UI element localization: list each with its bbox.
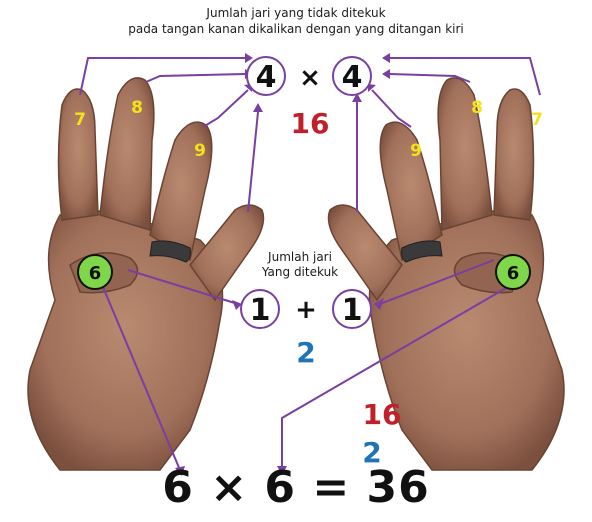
right-ring-number: 8 xyxy=(471,98,483,118)
left-thumb-badge: 6 xyxy=(77,254,113,290)
line-right-six xyxy=(281,287,507,468)
add-row: 1 + 1 2 xyxy=(240,289,372,369)
multiply-row: 4 × 4 16 xyxy=(246,56,372,140)
right-count-circle xyxy=(332,56,372,96)
multiply-sign: × xyxy=(299,63,321,93)
right-bent-value: 1 xyxy=(342,293,363,328)
line-right-thumb-add xyxy=(379,259,495,305)
right-thumb-badge: 6 xyxy=(495,254,531,290)
line-left-index xyxy=(247,111,259,213)
side-product-value: 16 xyxy=(363,398,402,431)
product-value: 16 xyxy=(291,107,330,140)
header-line-2: pada tangan kanan dikalikan dengan yang … xyxy=(128,22,464,36)
middle-caption-line-1: Jumlah jari xyxy=(268,250,332,264)
sum-value: 2 xyxy=(296,336,315,369)
left-hand xyxy=(27,77,265,471)
right-thumb-number: 6 xyxy=(507,263,520,284)
line-left-middle xyxy=(202,89,249,128)
line-left-thumb-add xyxy=(127,269,239,305)
line-right-ring xyxy=(389,73,471,83)
middle-caption-line-2: Yang ditekuk xyxy=(261,265,339,279)
left-bent-circle xyxy=(240,289,280,329)
left-bent-value: 1 xyxy=(250,293,271,328)
line-right-middle xyxy=(371,89,412,128)
final-equation: 6 × 6 = 36 xyxy=(162,462,430,513)
header-line-1: Jumlah jari yang tidak ditekuk xyxy=(206,6,386,20)
right-pinky-number: 7 xyxy=(531,110,543,130)
line-left-pinky xyxy=(79,57,245,96)
left-middle-number: 9 xyxy=(194,141,206,161)
line-left-six xyxy=(99,279,181,471)
left-pinky-number: 7 xyxy=(74,110,86,130)
left-thumb-number: 6 xyxy=(89,263,102,284)
line-left-ring xyxy=(145,73,246,83)
right-bent-circle xyxy=(332,289,372,329)
finger-numbers: 7 8 9 8 7 9 xyxy=(74,98,543,161)
side-sum-value: 2 xyxy=(362,436,381,469)
left-ring-number: 8 xyxy=(131,98,143,118)
line-right-pinky xyxy=(390,57,541,96)
right-middle-number: 9 xyxy=(410,141,422,161)
right-count-value: 4 xyxy=(342,60,363,95)
left-count-value: 4 xyxy=(256,60,277,95)
left-count-circle xyxy=(246,56,286,96)
plus-sign: + xyxy=(295,295,317,325)
connector-lines xyxy=(79,57,541,471)
